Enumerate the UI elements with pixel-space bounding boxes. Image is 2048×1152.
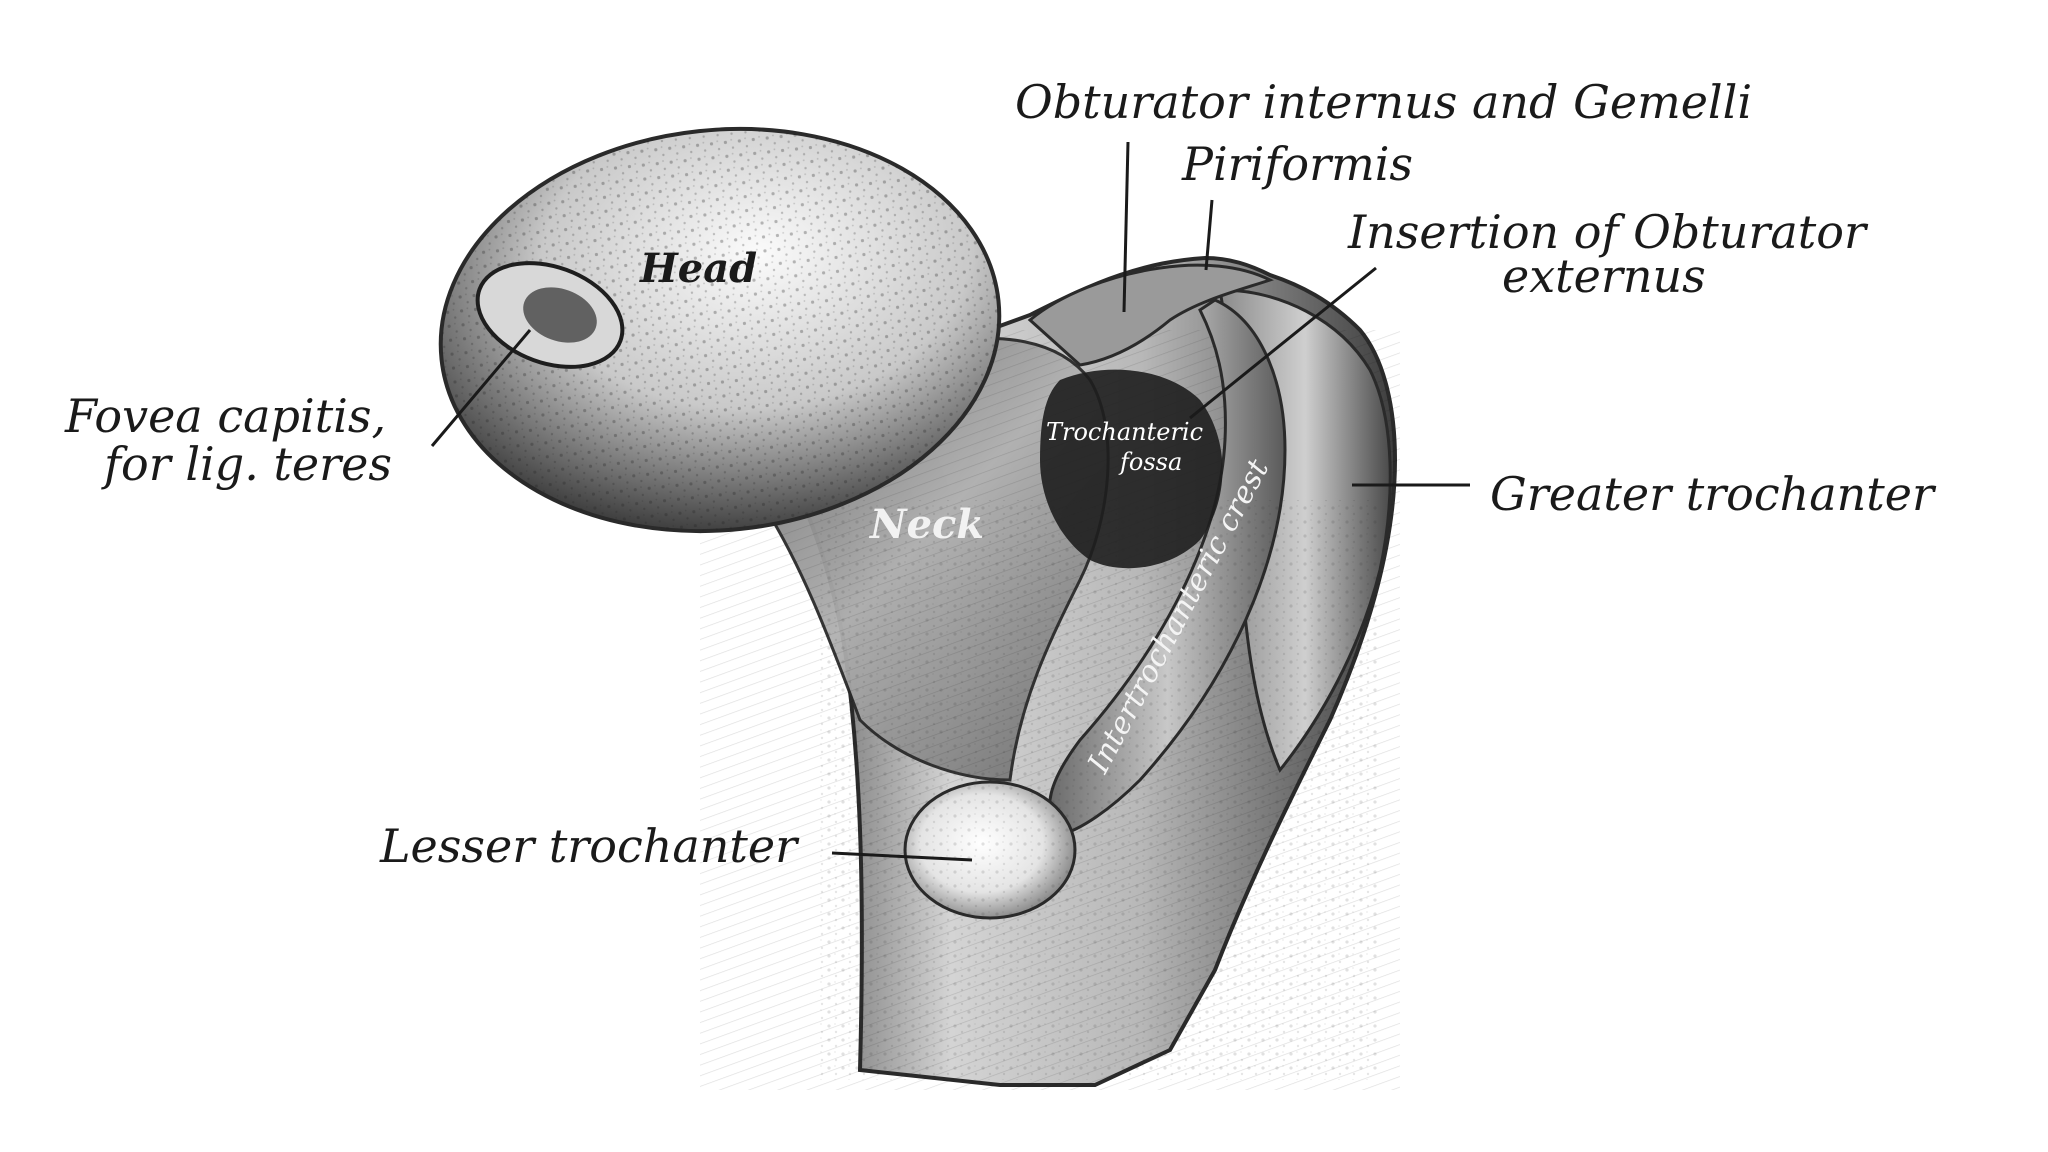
shaft-stipple xyxy=(820,500,1380,1080)
label-fovea-line1: Fovea capitis, xyxy=(64,389,386,443)
label-neck: Neck xyxy=(868,501,984,548)
leader-lesser-trochanter xyxy=(831,851,973,862)
head-stipple xyxy=(440,128,1000,532)
label-trochanteric-fossa-line2: fossa xyxy=(1118,448,1182,476)
leader-piriformis xyxy=(1204,199,1214,271)
label-greater-trochanter: Greater trochanter xyxy=(1490,467,1937,521)
femur-bone xyxy=(438,126,1400,1090)
label-head: Head xyxy=(639,245,757,292)
label-lesser-trochanter: Lesser trochanter xyxy=(379,819,800,873)
label-trochanteric-fossa-line1: Trochanteric xyxy=(1046,418,1203,446)
leader-lines xyxy=(430,141,1470,862)
label-obturator-internus: Obturator internus and Gemelli xyxy=(1015,75,1752,129)
labels: Obturator internus and Gemelli Piriformi… xyxy=(64,75,1937,873)
leader-obturator-internus xyxy=(1122,141,1130,313)
trochanter-top-ridge xyxy=(1027,263,1274,367)
label-fovea-line2: for lig. teres xyxy=(101,437,392,491)
label-piriformis: Piriformis xyxy=(1181,137,1413,191)
fovea-shadow xyxy=(523,287,597,343)
leader-insertion-obturator-externus xyxy=(1189,266,1377,420)
label-insertion-line1: Insertion of Obturator xyxy=(1347,205,1869,259)
label-insertion-line2: externus xyxy=(1502,249,1706,303)
leader-fovea-capitis xyxy=(430,329,532,447)
